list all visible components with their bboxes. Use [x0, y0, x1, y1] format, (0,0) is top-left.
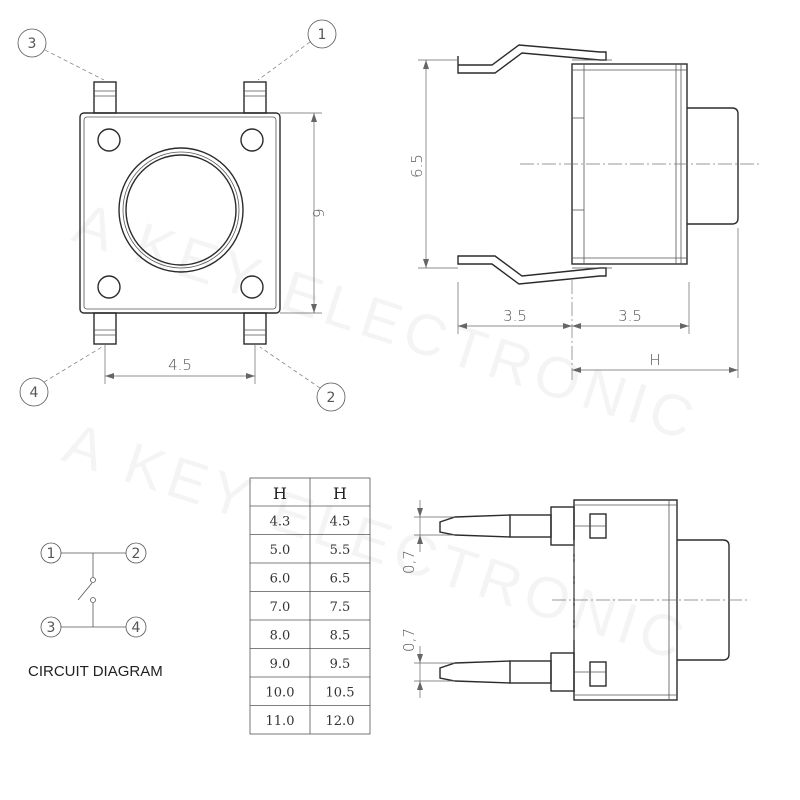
table-row: 5.0 5.5 — [270, 543, 351, 558]
svg-text:4: 4 — [132, 620, 141, 636]
top-view: 6 4.5 3 1 4 2 — [17, 19, 346, 412]
table-cell: 11.0 — [266, 714, 295, 729]
table-cell: 12.0 — [326, 714, 355, 729]
top-view-pin-2 — [243, 312, 267, 345]
table-cell: 8.0 — [270, 628, 291, 643]
watermark-top: A KEY ELECTRONIC — [66, 191, 707, 454]
table-cell: 9.0 — [270, 657, 291, 672]
corner-hole — [240, 275, 264, 299]
dim-pin-thickness-lower: 0,7 — [400, 628, 418, 652]
actuator-inner — [125, 154, 237, 266]
circuit-pin-2: 2 — [125, 542, 147, 564]
corner-hole — [97, 275, 121, 299]
circuit-pin-1: 1 — [40, 542, 62, 564]
table-row: 8.0 8.5 — [270, 628, 351, 643]
circuit-caption: CIRCUIT DIAGRAM — [28, 663, 163, 680]
table-cell: 10.5 — [326, 685, 355, 700]
dim-top-height: 6 — [309, 208, 327, 218]
switch-contact — [77, 582, 93, 601]
front-view-pin-lower — [439, 660, 511, 684]
dim-side-height: 6.5 — [408, 154, 426, 178]
dim-top-width: 4.5 — [168, 356, 192, 374]
height-table: H H 4.3 4.5 5.0 5.5 6.0 6.5 7.0 7.5 8.0 8.5 9.0 9.5… — [249, 477, 371, 735]
front-view-pin-upper — [439, 514, 511, 538]
table-cell: 7.0 — [270, 600, 291, 615]
dim-side-h: H — [649, 351, 660, 369]
table-cell: 5.0 — [270, 543, 291, 558]
pin-callout-3: 3 — [17, 28, 105, 81]
top-view-pin-3 — [93, 81, 117, 114]
svg-text:3: 3 — [47, 620, 56, 636]
top-view-body — [79, 112, 281, 314]
table-row: 7.0 7.5 — [270, 600, 351, 615]
front-view: 0,7 0,7 — [400, 499, 750, 701]
table-row: 6.0 6.5 — [270, 571, 351, 586]
table-cell: 6.0 — [270, 571, 291, 586]
watermark-bottom: A KEY ELECTRONIC — [56, 411, 697, 674]
svg-text:4: 4 — [30, 385, 39, 401]
table-cell: 9.5 — [330, 657, 351, 672]
svg-text:2: 2 — [132, 546, 141, 562]
corner-hole — [97, 128, 121, 152]
side-view-top-lead — [457, 44, 607, 74]
circuit-pin-4: 4 — [125, 616, 147, 638]
top-view-pin-1 — [243, 81, 267, 114]
table-row: 11.0 12.0 — [266, 714, 355, 729]
side-view: 6.5 3.5 3.5 H — [408, 44, 760, 380]
dim-side-right: 3.5 — [618, 307, 642, 325]
table-row: 4.3 4.5 — [270, 514, 351, 529]
pin-callout-1: 1 — [257, 19, 337, 81]
pin-callout-4: 4 — [19, 346, 103, 407]
corner-hole — [240, 128, 264, 152]
table-cell: 5.5 — [330, 543, 351, 558]
svg-text:2: 2 — [327, 390, 336, 406]
table-cell: 6.5 — [330, 571, 351, 586]
table-cell: 4.5 — [330, 514, 351, 529]
dim-pin-thickness-upper: 0,7 — [400, 550, 418, 574]
dim-side-left: 3.5 — [503, 307, 527, 325]
svg-text:1: 1 — [47, 546, 56, 562]
circuit-pin-3: 3 — [40, 616, 62, 638]
table-row: 9.0 9.5 — [270, 657, 351, 672]
table-header: H — [333, 484, 347, 503]
actuator-outer — [118, 147, 244, 273]
pin-callout-2: 2 — [259, 346, 346, 412]
svg-text:1: 1 — [318, 27, 327, 43]
top-view-pin-4 — [93, 312, 117, 345]
table-cell: 7.5 — [330, 600, 351, 615]
table-header: H — [273, 484, 287, 503]
side-view-plunger — [687, 107, 739, 225]
table-cell: 4.3 — [270, 514, 291, 529]
circuit-diagram: 1 2 3 4 CIRCUIT DIAGRAM — [28, 542, 163, 680]
table-cell: 10.0 — [266, 685, 295, 700]
table-row: 10.0 10.5 — [266, 685, 355, 700]
table-cell: 8.5 — [330, 628, 351, 643]
svg-text:3: 3 — [28, 36, 37, 52]
